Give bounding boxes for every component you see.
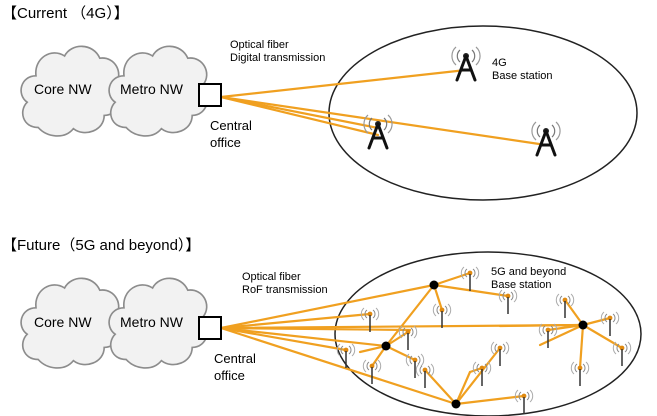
current-office-line2: office bbox=[210, 135, 241, 150]
future-fiber-line1: Optical fiber bbox=[242, 271, 301, 283]
future-fiber-line2: RoF transmission bbox=[242, 284, 328, 296]
small-tower-icon bbox=[555, 293, 575, 319]
current-fiber-line1: Optical fiber bbox=[230, 39, 289, 51]
small-tower-icon bbox=[498, 289, 518, 315]
current-station-line1: 4G bbox=[492, 57, 507, 69]
current-office-line1: Central bbox=[210, 118, 252, 133]
current-core-nw-label: Core NW bbox=[34, 81, 92, 97]
small-tower-icon bbox=[362, 359, 382, 385]
current-central-office-box bbox=[198, 83, 222, 107]
future-coverage-ellipse bbox=[334, 251, 642, 416]
junction-node bbox=[429, 280, 439, 290]
current-title: 【Current （4G）】 bbox=[2, 5, 129, 22]
small-tower-icon bbox=[490, 341, 510, 367]
current-station-line2: Base station bbox=[492, 70, 553, 82]
small-tower-icon bbox=[336, 343, 356, 369]
future-metro-nw-cloud: Metro NW bbox=[108, 277, 209, 369]
current-fiber-links bbox=[219, 68, 548, 147]
future-station-line1: 5G and beyond bbox=[491, 266, 566, 278]
future-metro-nw-label: Metro NW bbox=[120, 314, 184, 330]
small-tower-icon bbox=[600, 311, 620, 337]
junction-node bbox=[578, 320, 588, 330]
current-section: 【Current （4G）】 Core NW Metro NW Optical … bbox=[2, 5, 638, 201]
future-central-office-box bbox=[198, 316, 222, 340]
small-tower-icon bbox=[432, 303, 452, 329]
current-tower-icon bbox=[531, 120, 561, 157]
future-section: 【Future（5G and beyond）】 Core NW Metro NW… bbox=[2, 237, 642, 416]
junction-node bbox=[451, 399, 461, 409]
current-fiber-line2: Digital transmission bbox=[230, 52, 325, 64]
small-tower-icon bbox=[570, 361, 590, 387]
future-fiber-links bbox=[219, 283, 585, 406]
small-tower-icon bbox=[514, 389, 534, 415]
small-tower-icon bbox=[415, 363, 435, 389]
small-tower-icon bbox=[360, 307, 380, 333]
junction-node bbox=[381, 341, 391, 351]
future-office-line2: office bbox=[214, 368, 245, 383]
current-tower-icon bbox=[451, 45, 481, 82]
current-core-nw-cloud: Core NW bbox=[20, 45, 121, 137]
future-station-line2: Base station bbox=[491, 279, 552, 291]
future-core-nw-label: Core NW bbox=[34, 314, 92, 330]
future-title: 【Future（5G and beyond）】 bbox=[2, 237, 200, 254]
current-metro-nw-label: Metro NW bbox=[120, 81, 184, 97]
current-coverage-ellipse bbox=[328, 25, 638, 201]
current-metro-nw-cloud: Metro NW bbox=[108, 45, 209, 137]
future-office-line1: Central bbox=[214, 351, 256, 366]
future-junction-nodes bbox=[381, 280, 588, 409]
small-tower-icon bbox=[472, 361, 492, 387]
small-tower-icon bbox=[460, 266, 480, 292]
future-core-nw-cloud: Core NW bbox=[20, 277, 121, 369]
